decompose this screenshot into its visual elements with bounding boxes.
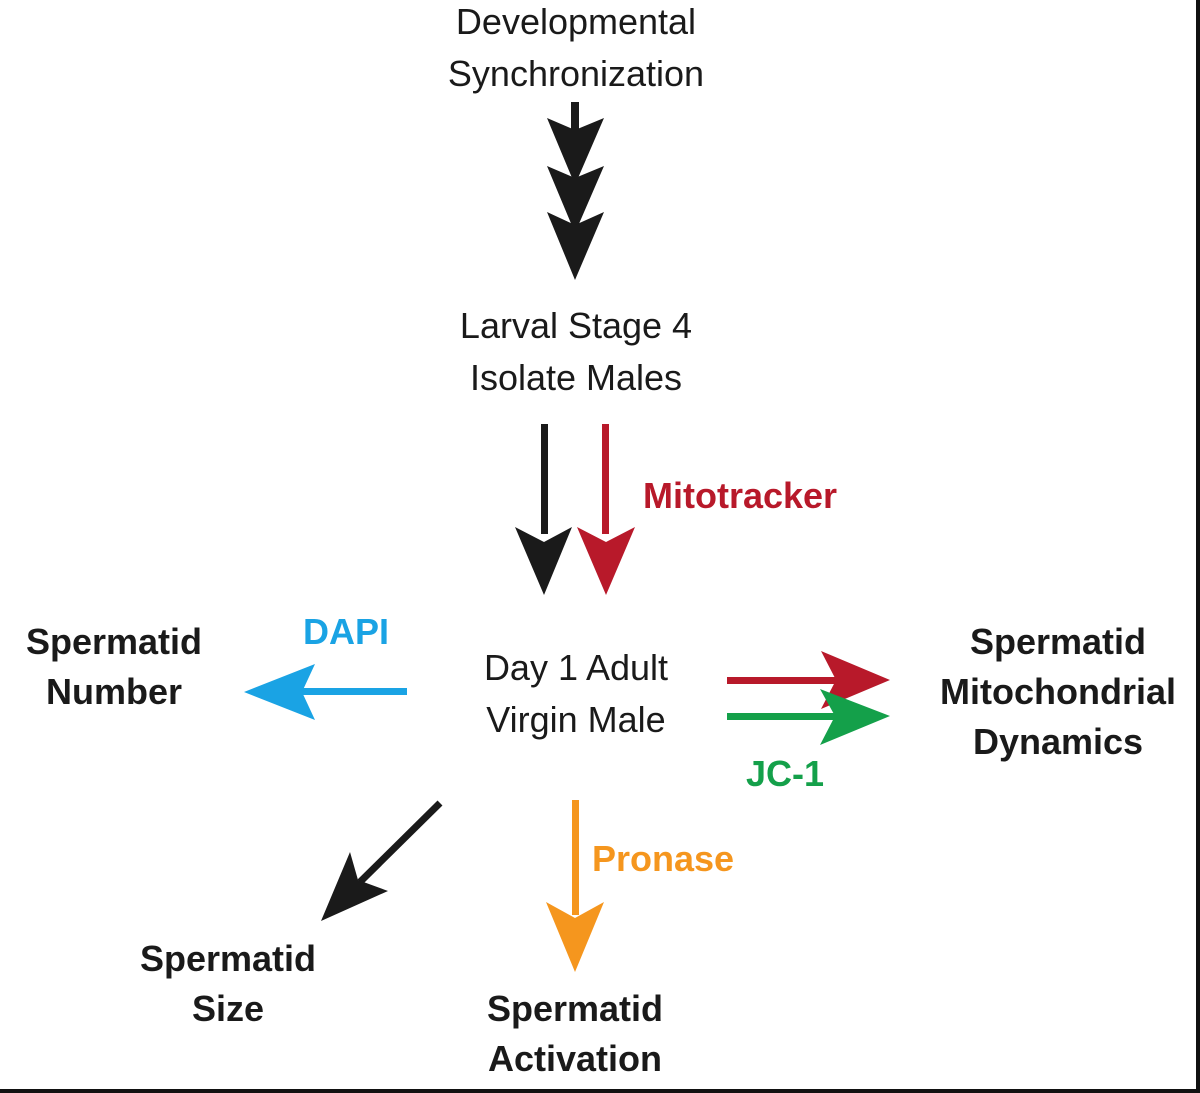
arrowhead-2 (547, 166, 604, 233)
node-line: Number (45, 671, 183, 712)
node-line: Day 1 Adult (483, 647, 669, 688)
arrow-adult-to-activation-pronase (546, 800, 604, 972)
node-spermatid-activation: Spermatid Activation (455, 984, 695, 1084)
node-line: Activation (487, 1038, 663, 1079)
arrowhead-3 (547, 212, 604, 280)
node-developmental-synchronization: Developmental Synchronization (376, 0, 776, 100)
arrow-shaft (571, 102, 579, 132)
frame-border-right (1196, 0, 1200, 1093)
arrow-adult-to-number-dapi (244, 664, 407, 720)
arrowhead-1 (547, 118, 604, 185)
node-spermatid-mitochondrial-dynamics: Spermatid Mitochondrial Dynamics (908, 617, 1200, 767)
arrowhead (821, 651, 890, 709)
node-day1-adult-virgin-male: Day 1 Adult Virgin Male (376, 642, 776, 746)
node-larval-stage-4: Larval Stage 4 Isolate Males (376, 300, 776, 404)
node-line: Spermatid (139, 938, 317, 979)
arrowhead (321, 852, 388, 921)
arrow-shaft (541, 424, 548, 534)
node-line: Virgin Male (486, 699, 666, 740)
arrow-adult-to-size (321, 800, 443, 921)
arrow-shaft (357, 800, 443, 885)
arrow-shaft (727, 677, 837, 684)
arrowhead (546, 902, 604, 972)
node-line: Developmental (455, 1, 697, 42)
arrow-shaft (572, 800, 579, 915)
arrowhead (820, 689, 890, 745)
node-spermatid-size: Spermatid Size (108, 934, 348, 1034)
arrow-shaft (602, 424, 609, 534)
arrow-adult-to-mito-jc1 (727, 689, 890, 745)
node-line: Spermatid (25, 621, 203, 662)
arrow-l4-to-adult-mitotracker (577, 424, 635, 595)
arrow-shaft (727, 713, 837, 720)
arrow-shaft (300, 688, 407, 695)
node-line: Larval Stage 4 (459, 305, 693, 346)
frame-border-bottom (0, 1089, 1200, 1093)
node-line: Isolate Males (469, 357, 683, 398)
node-line: Mitochondrial (940, 671, 1176, 712)
arrowhead (515, 527, 572, 595)
node-line: Synchronization (447, 53, 705, 94)
node-line: Spermatid (486, 988, 664, 1029)
arrowhead (244, 664, 315, 720)
reagent-label-jc1: JC-1 (746, 753, 825, 794)
node-spermatid-number: Spermatid Number (0, 617, 228, 717)
reagent-label-mitotracker: Mitotracker (643, 475, 838, 516)
node-line: Spermatid (969, 621, 1147, 662)
reagent-label-pronase: Pronase (592, 838, 735, 879)
node-line: Dynamics (972, 721, 1144, 762)
arrow-l4-to-adult (515, 424, 572, 595)
node-line: Size (191, 988, 265, 1029)
arrow-adult-to-mito-mitotracker (727, 651, 890, 709)
triple-arrow-sync-to-l4 (547, 102, 604, 280)
reagent-label-dapi: DAPI (303, 611, 390, 652)
arrowhead (577, 527, 635, 595)
